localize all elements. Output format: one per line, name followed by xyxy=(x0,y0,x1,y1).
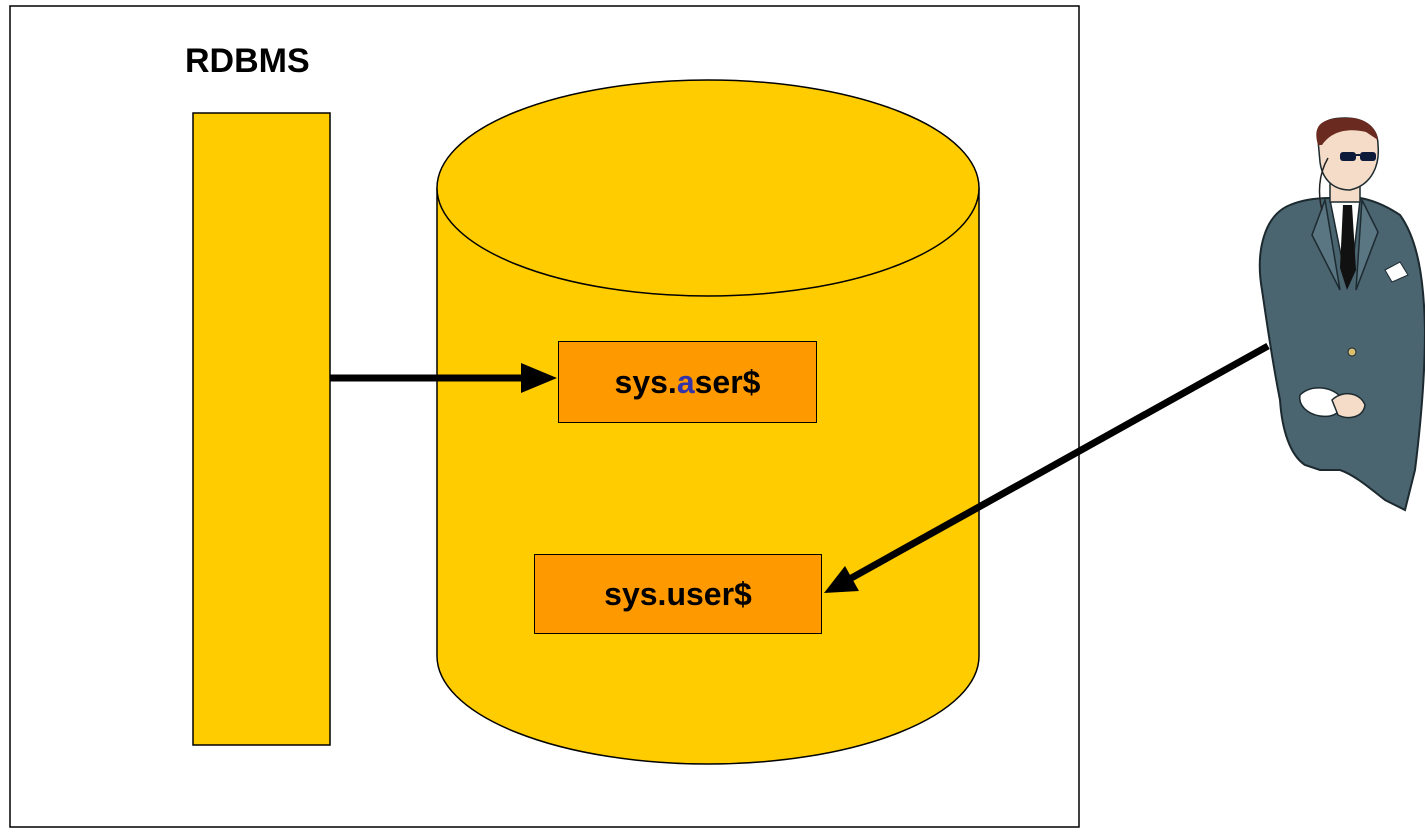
arrow-guard-to-user xyxy=(844,342,1270,585)
rdbms-process-bar xyxy=(192,112,331,746)
table-sys-aser-suffix: ser$ xyxy=(694,363,761,400)
table-sys-user-label: sys.user$ xyxy=(604,575,752,612)
diagram-title: RDBMS xyxy=(185,42,310,80)
table-sys-aser-highlight: a xyxy=(676,363,695,400)
arrow-guard-to-user-head xyxy=(824,566,859,593)
arrow-rdbms-to-aser-head xyxy=(521,363,557,393)
table-sys-user: sys.user$ xyxy=(534,554,822,634)
table-sys-aser-prefix: sys. xyxy=(614,363,677,400)
security-guard-icon xyxy=(1258,117,1425,512)
